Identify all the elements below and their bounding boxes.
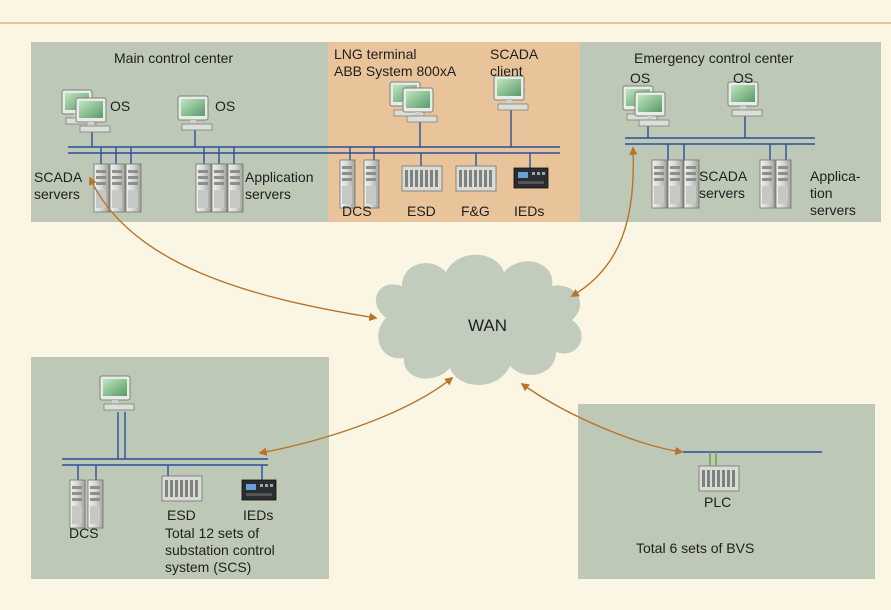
main-scada-server-3-icon [125,163,142,213]
plc-rack-icon [698,465,740,492]
scada-client-workstation-icon [493,75,529,111]
scs-dcs-server-2-icon [87,479,104,529]
main-drops [91,126,235,166]
wan-link-scs [258,376,454,456]
main-app-server-1-icon [195,163,212,213]
scs-esd-label: ESD [167,507,196,523]
emergency-scada-server-3-icon [683,159,700,209]
lng-ieds-label: IEDs [514,203,545,219]
main-os-label-2: OS [215,98,236,114]
emergency-scada-server-1-icon [651,159,668,209]
scs-esd-rack-icon [161,475,203,502]
lng-esd-label: ESD [407,203,436,219]
emergency-os-label-1: OS [630,70,651,86]
emergency-app-servers-label-3: servers [810,202,856,218]
main-os-label-1: OS [110,98,131,114]
scada-client-label-1: SCADA [490,46,539,62]
main-os-workstation-2-icon [75,97,111,133]
main-os-workstation-3-icon [177,95,213,131]
main-bus [68,146,328,154]
scs-drops [77,412,263,482]
lng-drops [349,106,531,170]
main-app-servers-label-1: Application [245,169,314,185]
scs-ieds-label: IEDs [243,507,274,523]
emergency-os-label-2: OS [733,70,754,86]
lng-dcs-label: DCS [342,203,372,219]
scs-caption-line-3: system (SCS) [165,559,252,575]
emergency-bus [625,137,815,145]
main-scada-server-2-icon [109,163,126,213]
lng-esd-rack-icon [401,165,443,192]
emergency-app-server-1-icon [759,159,776,209]
lng-dcs-server-2-icon [363,159,380,209]
bvs-drops [709,452,717,466]
scs-ied-device-icon [241,479,277,501]
emergency-scada-servers-label-2: servers [699,185,745,201]
scs-dcs-server-1-icon [69,479,86,529]
scs-workstation-icon [99,375,135,411]
main-scada-servers-label-1: SCADA [34,169,83,185]
wan-label: WAN [468,316,508,335]
lng-ied-device-icon [513,167,549,189]
main-control-title: Main control center [114,50,234,66]
lng-dcs-server-1-icon [339,159,356,209]
emergency-scada-server-2-icon [667,159,684,209]
scs-caption-line-2: substation control [165,542,275,558]
main-app-server-3-icon [227,163,244,213]
scs-caption-line-1: Total 12 sets of [165,525,260,541]
main-app-servers-label-2: servers [245,186,291,202]
wan-cloud-icon [375,254,582,385]
lng-fg-rack-icon [455,165,497,192]
emergency-scada-servers-label-1: SCADA [699,168,748,184]
emergency-control-title: Emergency control center [634,50,794,66]
lng-title-line-1: LNG terminal [334,46,417,62]
plc-label: PLC [704,494,732,510]
scs-dcs-label: DCS [69,525,99,541]
emergency-os-workstation-3-icon [727,81,763,117]
lng-title-line-2: ABB System 800xA [334,63,457,79]
lng-workstation-2-icon [402,87,438,123]
lng-fg-label: F&G [461,203,490,219]
main-app-server-2-icon [211,163,228,213]
emergency-app-servers-label-1: Applica- [810,168,861,184]
scada-client-label-2: client [490,63,523,79]
wan-link-main [88,176,378,322]
emergency-os-workstation-2-icon [634,91,670,127]
lng-bus [328,146,560,154]
emergency-app-servers-label-2: tion [810,185,833,201]
main-scada-servers-label-2: servers [34,186,80,202]
emergency-app-server-2-icon [775,159,792,209]
wan-link-emergency [570,146,638,297]
bvs-caption: Total 6 sets of BVS [636,540,755,556]
wan-link-bvs [520,383,684,456]
